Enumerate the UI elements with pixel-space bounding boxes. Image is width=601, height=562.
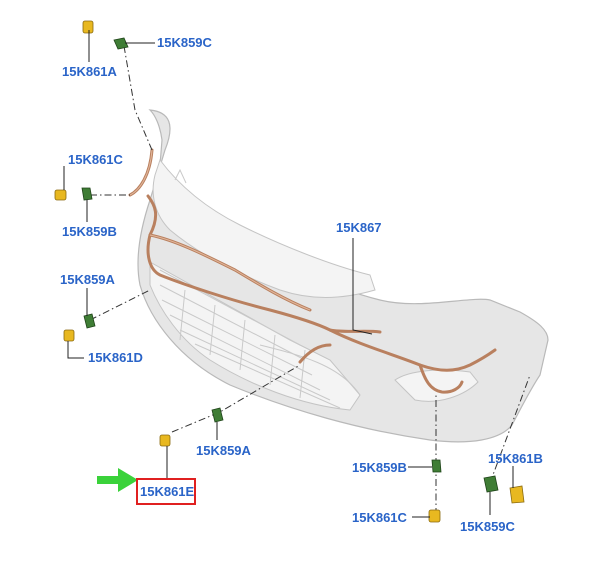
sensor-15K861C-bottom-icon[interactable] xyxy=(428,509,441,523)
label-15K859A-bottom[interactable]: 15K859A xyxy=(196,443,252,458)
callout-lines xyxy=(63,30,514,518)
label-15K861C-left[interactable]: 15K861C xyxy=(68,152,124,167)
label-15K861C-bottom[interactable]: 15K861C xyxy=(352,510,408,525)
sensor-15K861E-icon[interactable] xyxy=(159,434,171,447)
label-15K859C-bottom[interactable]: 15K859C xyxy=(460,519,516,534)
highlight-box xyxy=(136,478,196,505)
label-15K861B[interactable]: 15K861B xyxy=(488,451,543,466)
sensor-15K861C-left-icon[interactable] xyxy=(54,189,67,201)
sensor-15K861B-icon[interactable] xyxy=(509,485,525,504)
sensor-15K861A-icon[interactable] xyxy=(82,20,94,34)
sensor-15K859C-bottom-icon[interactable] xyxy=(483,475,499,493)
label-15K861D[interactable]: 15K861D xyxy=(88,350,143,365)
label-15K859A-left[interactable]: 15K859A xyxy=(60,272,116,287)
label-15K861E[interactable]: 15K861E xyxy=(140,484,195,499)
highlight-arrow-icon xyxy=(97,468,138,492)
label-15K859C-top[interactable]: 15K859C xyxy=(157,35,213,50)
sensor-15K861D-icon[interactable] xyxy=(63,329,75,342)
sensor-15K859C-top-icon[interactable] xyxy=(113,37,129,50)
label-15K861A[interactable]: 15K861A xyxy=(62,64,118,79)
label-15K859B-bottom[interactable]: 15K859B xyxy=(352,460,407,475)
label-15K867[interactable]: 15K867 xyxy=(336,220,382,235)
sensor-15K859B-bottom-icon[interactable] xyxy=(431,459,442,473)
leader-lines xyxy=(89,45,531,515)
label-15K859B-left[interactable]: 15K859B xyxy=(62,224,117,239)
sensor-15K859A-bottom-icon[interactable] xyxy=(211,407,224,423)
wiring-harness xyxy=(128,148,497,394)
sensor-15K859A-left-icon[interactable] xyxy=(83,313,96,329)
front-bumper xyxy=(137,109,549,443)
sensor-15K859B-left-icon[interactable] xyxy=(81,187,93,201)
